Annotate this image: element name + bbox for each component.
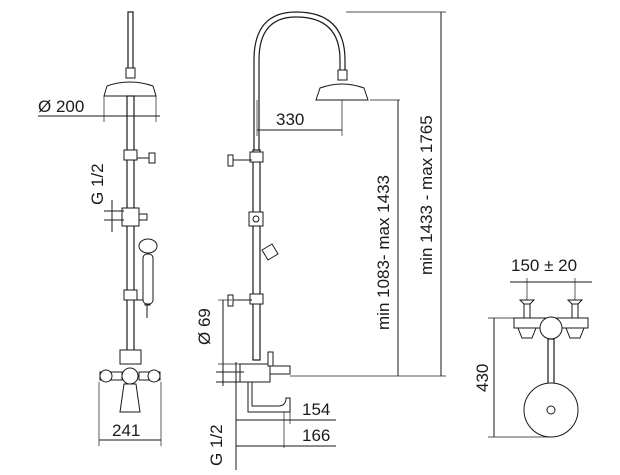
shower-column-side <box>252 149 261 361</box>
top-handle-left <box>518 299 536 305</box>
handle-arm <box>269 365 291 375</box>
hand-shower-side <box>261 243 279 261</box>
top-spout-base <box>539 316 563 340</box>
hand-shower-head <box>138 238 158 254</box>
diverter-knob <box>138 213 148 221</box>
column-joint-side <box>249 293 264 305</box>
top-spout-pipe <box>547 338 555 388</box>
g-half-label-left: G 1/2 <box>88 163 107 205</box>
handle-right <box>147 369 161 383</box>
diameter-69-label: Ø 69 <box>195 308 214 345</box>
column-joint <box>123 289 138 301</box>
center-distance-label: 150 ± 20 <box>511 256 577 275</box>
reach-166-label: 166 <box>302 426 330 445</box>
height-lower-label: min 1083- max 1433 <box>374 175 393 330</box>
spout-front <box>119 383 141 413</box>
width-241-label: 241 <box>112 421 140 440</box>
wall-bracket-side <box>227 154 234 167</box>
handle-left <box>99 369 113 383</box>
hand-shower-handle <box>142 253 154 305</box>
wall-bracket-side <box>227 294 234 307</box>
riser-pipe-top <box>127 11 134 73</box>
wall-bracket <box>148 152 156 164</box>
column-joint <box>123 149 138 161</box>
side-view: 330 Ø 69 G 1/2 154 166 min 1083- max 143… <box>195 11 446 470</box>
height-total-label: min 1433 - max 1765 <box>417 115 436 275</box>
g-half-label-bottom: G 1/2 <box>207 424 226 466</box>
showerhead <box>103 81 157 97</box>
reach-330-label: 330 <box>276 110 304 129</box>
diverter <box>121 207 140 227</box>
spout-side <box>247 381 291 413</box>
column-joint-side <box>249 151 264 163</box>
front-view: Ø 200 G 1/2 241 <box>38 11 162 446</box>
handle-top <box>267 351 274 367</box>
mixer-side <box>239 363 271 383</box>
showerhead-side <box>315 83 369 101</box>
diameter-200-label: Ø 200 <box>38 97 84 116</box>
reach-154-label: 154 <box>302 400 330 419</box>
riser-nut <box>125 67 136 79</box>
top-view: 150 ± 20 430 <box>473 256 592 438</box>
mixer-body <box>119 349 142 365</box>
arm-nut <box>337 69 348 81</box>
top-handle-right <box>566 299 584 305</box>
mixer-center <box>121 367 139 385</box>
height-430-label: 430 <box>473 364 492 392</box>
